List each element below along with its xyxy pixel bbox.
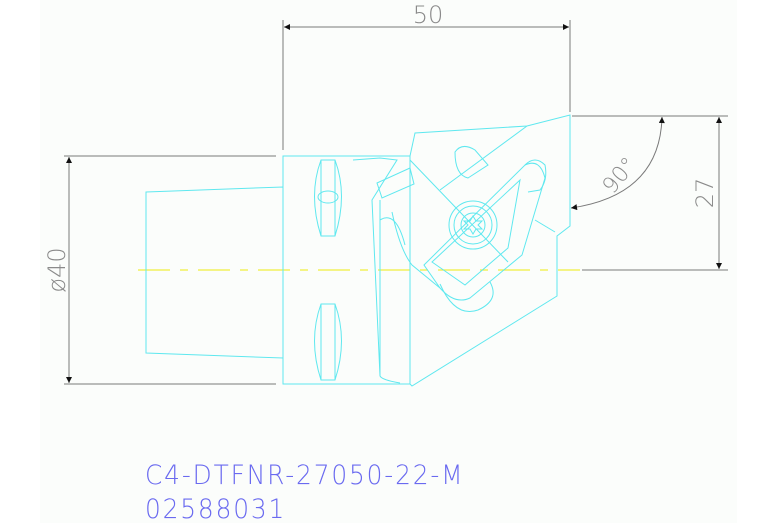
item-code: 02588031 [145, 494, 287, 525]
dimension-diameter-40 [64, 155, 276, 385]
part-number: C4-DTFNR-27050-22-M [145, 460, 465, 491]
drawing-sheet [40, 0, 737, 523]
head-plate [409, 114, 571, 387]
lower-slot [314, 303, 342, 381]
insert [423, 162, 546, 301]
torx-screw [448, 200, 498, 250]
dim-text-angle-90: 90° [598, 153, 642, 199]
shank [145, 186, 284, 359]
dim-text-27: 27 [691, 178, 719, 209]
dimension-width-50 [282, 20, 571, 150]
dim-text-50: 50 [413, 1, 444, 29]
dimension-angle-90 [570, 116, 665, 211]
dimension-height-27 [572, 115, 728, 271]
dim-text-diameter-40: ø40 [43, 247, 71, 292]
tool-holder-geometry [145, 114, 571, 387]
